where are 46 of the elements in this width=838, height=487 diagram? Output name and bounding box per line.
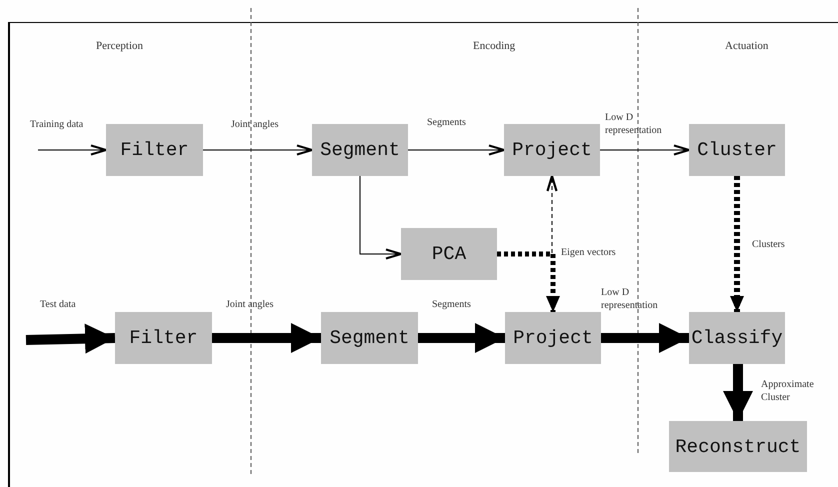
box-label: Segment [320, 139, 400, 161]
arrow [212, 323, 321, 353]
edge-label: Test data [40, 298, 77, 311]
box-label: Reconstruct [675, 436, 801, 458]
process-box [689, 124, 785, 176]
edge-label: Eigen vectors [561, 246, 617, 259]
edge-label: Training data [30, 118, 84, 131]
process-box [689, 312, 785, 364]
arrow [38, 144, 108, 156]
process-box [505, 312, 601, 364]
box-label: Classify [691, 327, 783, 349]
arrow [723, 364, 753, 421]
box-label: Cluster [697, 139, 777, 161]
process-box [115, 312, 212, 364]
process-box [401, 228, 497, 280]
box-label: Filter [120, 139, 189, 161]
edge-label: Low D representation [605, 111, 663, 137]
edge-label: Segments [432, 298, 472, 311]
arrow [408, 144, 506, 156]
process-box [106, 124, 203, 176]
process-box [312, 124, 408, 176]
process-box [504, 124, 600, 176]
column-heading: Perception [96, 40, 144, 52]
process-box [669, 421, 807, 472]
edge-label: Low D representation [601, 286, 659, 312]
arrow [202, 144, 314, 156]
edge-label: Joint angles [226, 298, 274, 311]
column-heading: Encoding [473, 40, 516, 52]
arrow [601, 323, 689, 353]
arrow [418, 323, 505, 353]
arrow [360, 176, 402, 260]
process-box [321, 312, 418, 364]
box-label: PCA [432, 243, 466, 265]
arrow [730, 176, 744, 312]
column-heading: Actuation [725, 40, 768, 52]
arrow [600, 144, 690, 156]
box-label: Project [512, 139, 592, 161]
box-label: Segment [330, 327, 410, 349]
arrow [26, 324, 116, 354]
edge-label: Approximate Cluster [761, 378, 815, 404]
edge-label: Segments [427, 116, 467, 129]
box-label: Filter [129, 327, 198, 349]
box-label: Project [513, 327, 593, 349]
edge-label: Joint angles [231, 118, 280, 131]
arrow [497, 252, 560, 312]
edge-label: Clusters [752, 238, 786, 251]
